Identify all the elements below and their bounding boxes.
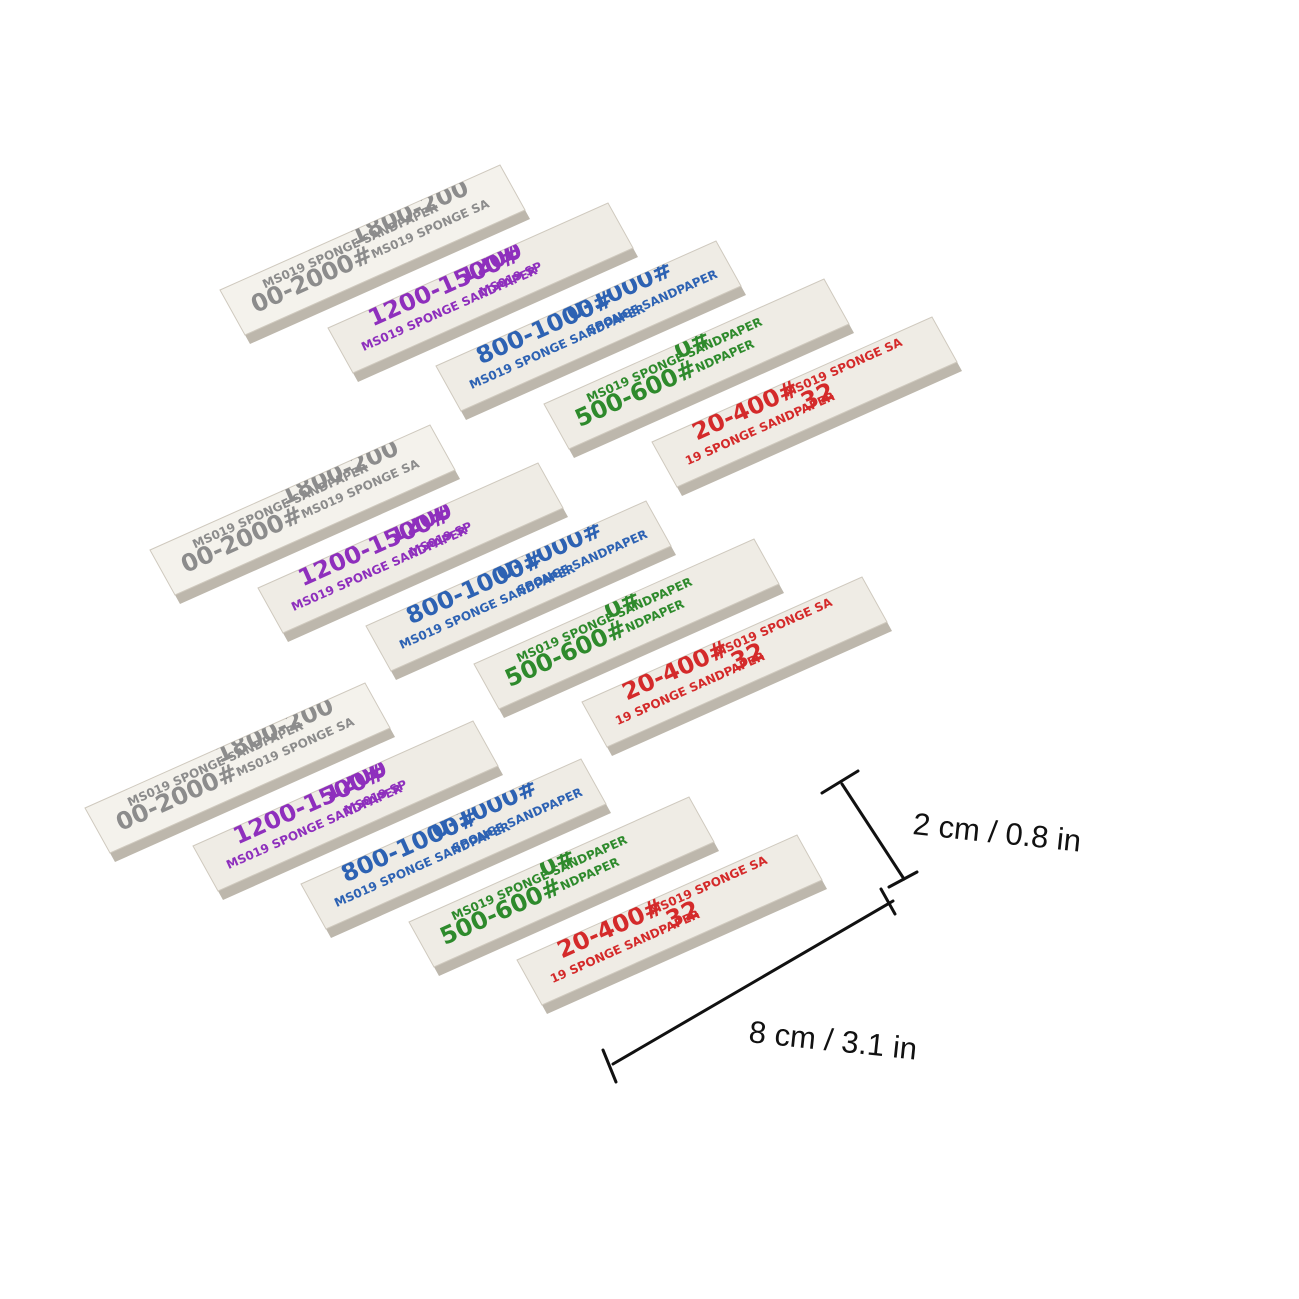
strip-edge	[283, 463, 568, 642]
strip-face	[327, 202, 634, 374]
sandpaper-strips-group: MS019 SPONGE SANDPAPER1800-20000-2000#MS…	[84, 164, 962, 1014]
strip-edge	[353, 203, 638, 382]
strip-edge	[434, 797, 719, 976]
dimension-height-tick-bottom	[887, 870, 919, 889]
strip-face	[365, 500, 672, 672]
dimension-width-tick-right	[879, 887, 897, 916]
strip-edge	[677, 317, 962, 496]
dimension-width-tick-left	[601, 1048, 618, 1084]
strip-face	[516, 834, 823, 1006]
dimension-height-label: 2 cm / 0.8 in	[911, 806, 1083, 858]
strip-edge	[542, 835, 827, 1014]
strip-face	[192, 720, 499, 892]
strip-edge	[461, 241, 746, 420]
strip-face	[543, 278, 850, 450]
strip-face	[435, 240, 742, 412]
dimension-width-label: 8 cm / 3.1 in	[747, 1014, 919, 1066]
strip-edge	[391, 501, 676, 680]
strip-face	[149, 424, 456, 596]
dimension-width-line	[611, 899, 895, 1066]
strip-face	[408, 796, 715, 968]
dimension-height-tick-top	[820, 769, 860, 795]
sandpaper-strip-blue-row-1: 800-1000#0-1000#MS019 SPONGE SANDPAPERSP…	[435, 240, 746, 420]
strip-edge	[245, 165, 530, 344]
strip-edge	[326, 759, 611, 938]
dimension-height-line	[840, 782, 906, 881]
strip-edge	[175, 425, 460, 604]
strip-edge	[218, 721, 503, 900]
strip-face	[651, 316, 958, 488]
strip-face	[581, 576, 888, 748]
dimension-height-indicator: 2 cm / 0.8 in	[820, 769, 1083, 889]
strip-face	[219, 164, 526, 336]
strip-face	[473, 538, 780, 710]
strip-edge	[110, 683, 395, 862]
strip-face	[300, 758, 607, 930]
dimension-width-indicator: 8 cm / 3.1 in	[601, 887, 919, 1084]
strip-face	[84, 682, 391, 854]
strip-face	[257, 462, 564, 634]
strip-edge	[607, 577, 892, 756]
strip-edge	[569, 279, 854, 458]
strip-edge	[499, 539, 784, 718]
